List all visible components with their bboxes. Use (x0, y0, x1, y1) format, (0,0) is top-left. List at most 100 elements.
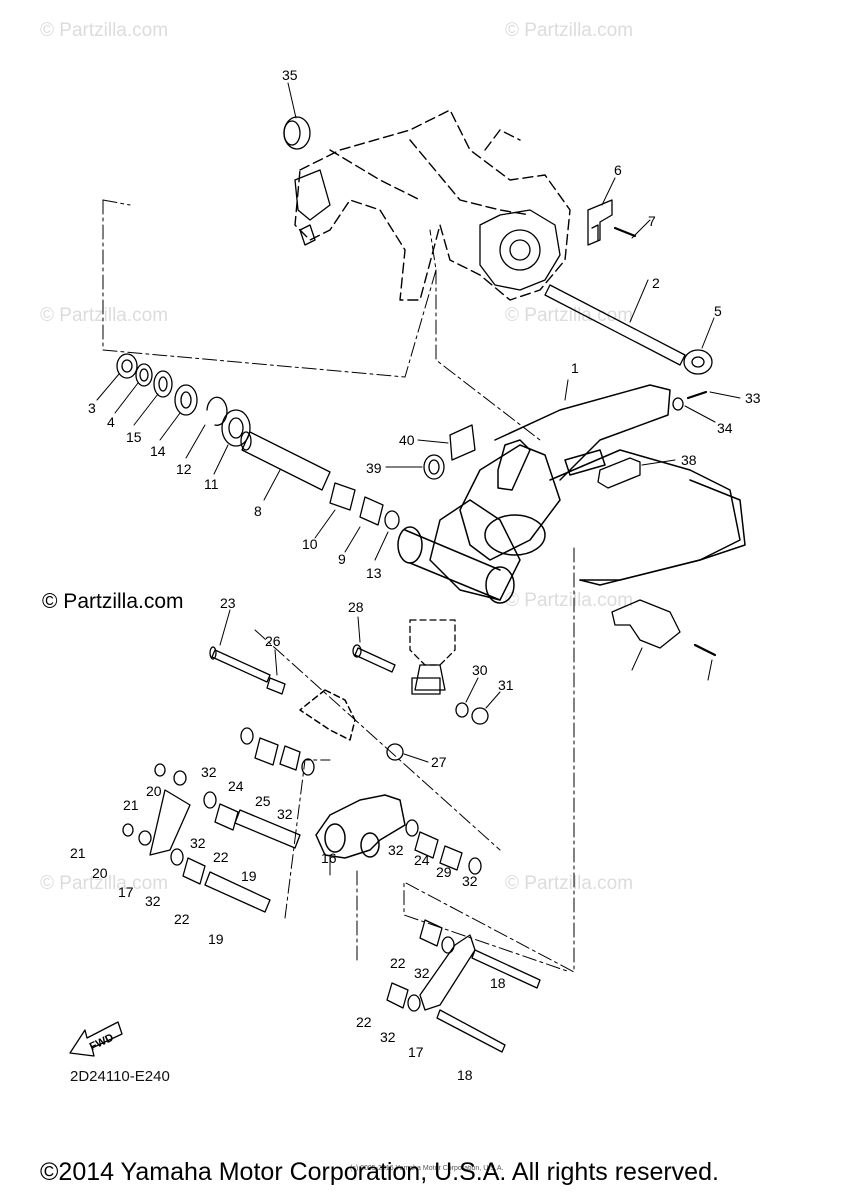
callout-19: 19 (208, 931, 224, 947)
watermark: © Partzilla.com (40, 305, 169, 326)
callout-32: 32 (380, 1029, 396, 1045)
callout-8: 8 (254, 503, 262, 519)
callout-17: 17 (118, 884, 134, 900)
callout-14: 14 (150, 443, 166, 459)
watermark: © Partzilla.com (40, 20, 169, 41)
frame-body (294, 109, 571, 301)
callout-12: 12 (176, 461, 192, 477)
callout-11: 11 (204, 476, 219, 492)
watermark-prominent: © Partzilla.com (42, 590, 184, 613)
left-links (122, 727, 315, 913)
callout-22: 22 (356, 1014, 372, 1030)
callout-17: 17 (408, 1044, 424, 1060)
watermark: © Partzilla.com (505, 590, 634, 611)
callout-21: 21 (70, 845, 86, 861)
callout-32: 32 (201, 764, 217, 780)
fwd-arrow-icon: FWD (69, 1021, 123, 1057)
part-5-nut (683, 317, 715, 375)
part-9-bearing (344, 496, 384, 553)
part-40-label (417, 424, 476, 461)
callout-27: 27 (431, 754, 447, 770)
callout-35: 35 (282, 67, 298, 83)
callout-39: 39 (366, 460, 382, 476)
callout-22: 22 (213, 849, 229, 865)
callout-25: 25 (255, 793, 271, 809)
callout-13: 13 (366, 565, 382, 581)
callout-32: 32 (414, 965, 430, 981)
part-33-bolt (686, 390, 741, 400)
watermark: © Partzilla.com (505, 873, 634, 894)
callout-24: 24 (414, 852, 430, 868)
callout-29: 29 (436, 864, 452, 880)
small-print: (c) 2005-2016 Yamaha Motor Corporation, … (350, 1165, 504, 1172)
callout-3: 3 (88, 400, 96, 416)
right-bushings (405, 819, 482, 875)
callout-9: 9 (338, 551, 346, 567)
part-36-guard (611, 599, 681, 671)
watermark: © Partzilla.com (40, 873, 169, 894)
callout-20: 20 (92, 865, 108, 881)
part-35-cap (283, 82, 311, 150)
part-39-seal (385, 454, 445, 480)
callout-20: 20 (146, 783, 162, 799)
part-28-bolt (352, 616, 396, 673)
diagram-code: 2D24110-E240 (70, 1068, 170, 1085)
callout-34: 34 (717, 420, 733, 436)
callout-28: 28 (348, 599, 364, 615)
part-10-collar (314, 482, 356, 539)
part-16-relay-arm (299, 689, 406, 876)
part-1-swingarm (397, 379, 746, 604)
callout-22: 22 (174, 911, 190, 927)
callout-5: 5 (714, 303, 722, 319)
callout-33: 33 (745, 390, 761, 406)
callout-32: 32 (277, 806, 293, 822)
lower-links (386, 919, 541, 1053)
copyright-notice: ©2014 Yamaha Motor Corporation, U.S.A. A… (40, 1158, 719, 1186)
part-26-collar (266, 649, 286, 695)
callout-4: 4 (107, 414, 115, 430)
callout-18: 18 (457, 1067, 473, 1083)
callout-18: 18 (490, 975, 506, 991)
callout-32: 32 (388, 842, 404, 858)
callout-19: 19 (241, 868, 257, 884)
frame-body-solid (294, 169, 561, 291)
callout-24: 24 (228, 778, 244, 794)
part-2-axle (544, 279, 686, 366)
callout-32: 32 (145, 893, 161, 909)
part-31-nut (471, 691, 501, 725)
callout-6: 6 (614, 162, 622, 178)
callout-15: 15 (126, 429, 142, 445)
part-30-washer (455, 677, 479, 718)
callout-1: 1 (571, 360, 579, 376)
callout-26: 26 (265, 633, 281, 649)
callout-31: 31 (498, 677, 514, 693)
callout-22: 22 (390, 955, 406, 971)
callout-32: 32 (190, 835, 206, 851)
part-34-washer (672, 397, 716, 423)
part-13-seal (374, 510, 400, 561)
callout-21: 21 (123, 797, 139, 813)
part-38-slider (597, 457, 676, 489)
part-23-bolt (209, 609, 271, 683)
callout-30: 30 (472, 662, 488, 678)
callout-7: 7 (648, 213, 656, 229)
part-27-nut (386, 743, 429, 763)
callout-40: 40 (399, 432, 415, 448)
part-6-bracket (587, 177, 616, 246)
bearing-stack (96, 353, 251, 475)
callout-32: 32 (462, 873, 478, 889)
frame-lines (102, 199, 575, 973)
part-7-bolt (613, 219, 651, 239)
callout-23: 23 (220, 595, 236, 611)
watermark: © Partzilla.com (505, 20, 634, 41)
callout-2: 2 (652, 275, 660, 291)
callout-16: 16 (321, 850, 337, 866)
callout-38: 38 (681, 452, 697, 468)
part-37-screw (693, 643, 717, 681)
part-8-tube (240, 431, 331, 501)
watermark: © Partzilla.com (505, 305, 634, 326)
callout-10: 10 (302, 536, 318, 552)
